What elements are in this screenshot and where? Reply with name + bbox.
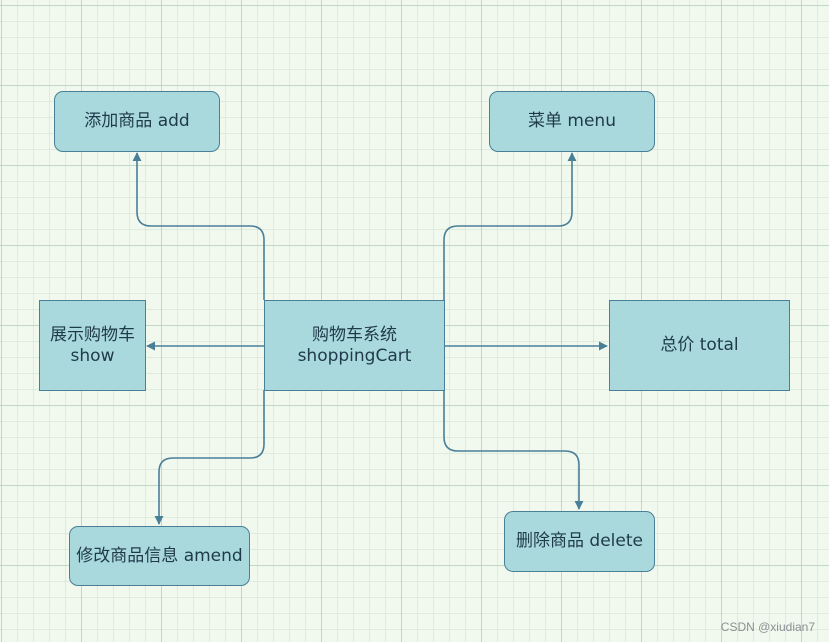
edge-to-menu xyxy=(443,152,577,300)
edge-to-delete xyxy=(443,390,584,510)
node-show[interactable]: 展示购物车 show xyxy=(39,300,146,391)
node-center[interactable]: 购物车系统 shoppingCart xyxy=(264,300,445,391)
node-add[interactable]: 添加商品 add xyxy=(54,91,220,152)
edge-to-amend xyxy=(154,390,265,525)
node-delete[interactable]: 删除商品 delete xyxy=(504,511,655,572)
edge-to-add xyxy=(132,152,265,300)
node-total[interactable]: 总价 total xyxy=(609,300,790,391)
watermark: CSDN @xiudian7 xyxy=(720,620,815,634)
node-amend[interactable]: 修改商品信息 amend xyxy=(69,526,250,586)
node-menu[interactable]: 菜单 menu xyxy=(489,91,655,152)
